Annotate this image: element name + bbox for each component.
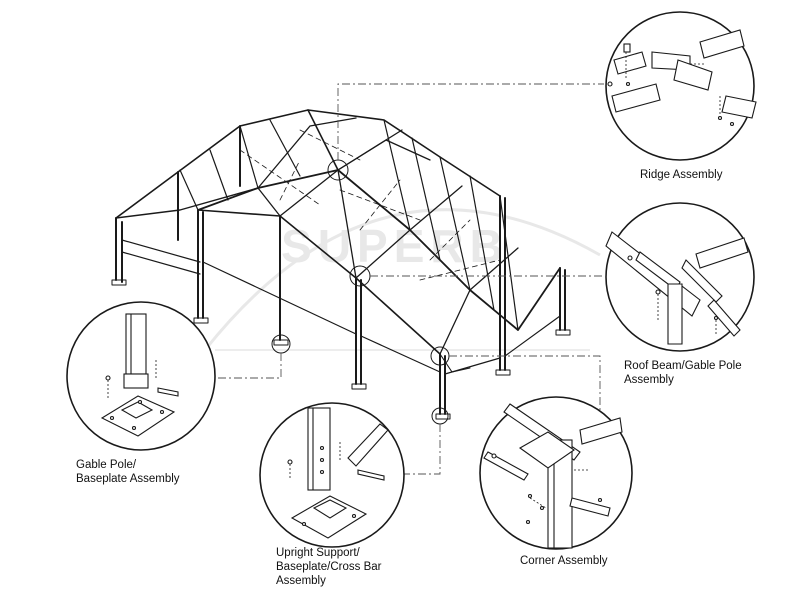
roof-beam-label-line2: Assembly [624, 374, 674, 386]
gable-label-line1: Gable Pole/ [76, 459, 137, 471]
roof-beam-gable-pole-label: Roof Beam/Gable Pole Assembly [624, 359, 742, 387]
upright-leader [398, 424, 441, 475]
ridge-leader [337, 83, 604, 160]
watermark-logo: SUPERB [203, 208, 601, 351]
upright-label-line2: Baseplate/Cross Bar [276, 561, 382, 573]
roof-beam-label-line1: Roof Beam/Gable Pole [624, 360, 742, 372]
roof-purlins [179, 119, 519, 331]
roof-beam-detail [605, 202, 755, 352]
base-plates [111, 279, 571, 420]
roof-bracing [239, 129, 501, 281]
front-eave-beam [197, 209, 441, 355]
gable-base-detail [66, 301, 216, 451]
upright-support-label: Upright Support/ Baseplate/Cross Bar Ass… [276, 546, 381, 588]
corner-detail [479, 396, 633, 550]
upright-base-detail [259, 402, 405, 548]
gable-label-line2: Baseplate Assembly [76, 473, 180, 485]
upright-label-line1: Upright Support/ [276, 547, 360, 559]
back-eave-beam [115, 187, 259, 219]
roof-bay-beams [257, 117, 519, 355]
corner-leader [449, 355, 601, 414]
gable-pole-baseplate-label: Gable Pole/ Baseplate Assembly [76, 458, 180, 486]
corner-assembly-text: Corner Assembly [520, 555, 608, 567]
upright-posts [115, 125, 566, 415]
gable-brace [439, 353, 471, 373]
ridge-assembly-text: Ridge Assembly [640, 169, 723, 181]
watermark-text: SUPERB [281, 220, 509, 272]
upright-label-line3: Assembly [276, 575, 326, 587]
tent-frame [111, 109, 571, 420]
ridge-assembly-label: Ridge Assembly [640, 168, 722, 182]
corner-assembly-label: Corner Assembly [520, 554, 608, 568]
ridge-beam [307, 109, 339, 171]
ridge-detail [605, 11, 757, 161]
